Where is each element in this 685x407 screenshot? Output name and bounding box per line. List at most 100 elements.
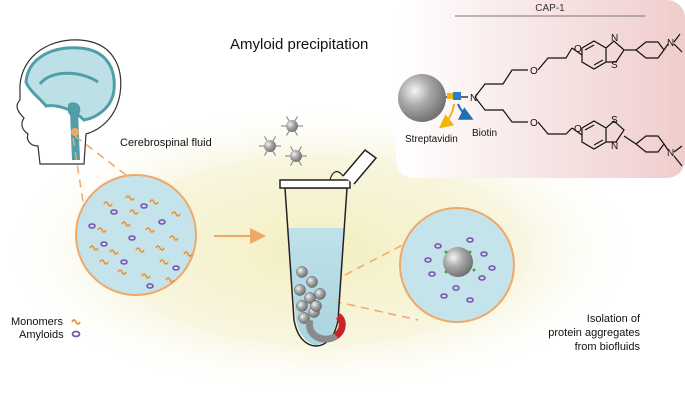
monomer — [109, 249, 119, 255]
upper-benzene-double-1 — [584, 44, 595, 51]
atom-s-lower: S — [611, 115, 618, 126]
monomer — [141, 273, 151, 279]
lower-amine-bond — [663, 143, 669, 151]
bead-spike — [294, 116, 298, 122]
monomer — [171, 211, 181, 217]
brain — [24, 46, 116, 122]
tube — [279, 148, 378, 347]
amyloid — [146, 283, 154, 289]
cap1-label: CAP-1 — [535, 3, 565, 14]
upper-methyl-2 — [673, 43, 683, 53]
upper-ethoxy-chain — [474, 69, 528, 98]
captured-bead — [296, 300, 308, 312]
monomer — [103, 201, 113, 207]
bead-spike — [286, 130, 290, 136]
floating-bead — [286, 120, 298, 132]
amyloid — [110, 209, 118, 215]
csf-particles — [88, 195, 193, 289]
lower-methyl-2 — [673, 145, 683, 153]
streptavidin-bead — [398, 74, 446, 122]
corpus-callosum — [38, 71, 99, 86]
amyloid — [172, 265, 180, 271]
floating-beads — [259, 116, 307, 166]
monomer — [165, 277, 175, 283]
streptavidin-label: Streptavidin — [405, 134, 458, 145]
bead-spike — [294, 130, 298, 136]
closeup-particles — [424, 237, 496, 303]
closeup-linker — [444, 270, 448, 274]
atom-o-upper: O — [530, 66, 538, 77]
floating-bead — [290, 150, 302, 162]
bead-spike — [290, 160, 294, 166]
amyloid — [88, 223, 96, 229]
monomer — [169, 235, 179, 241]
magnet-body — [305, 319, 338, 343]
captured-bead — [306, 276, 318, 288]
upper-ether-link — [571, 47, 583, 56]
biotin-square — [453, 92, 461, 100]
monomer — [135, 247, 145, 253]
bead-closeup — [399, 207, 515, 323]
bead-spike — [286, 116, 290, 122]
atom-n-ring-lower: N — [611, 141, 618, 152]
amyloid — [120, 259, 128, 265]
bead-spike — [290, 146, 294, 152]
monomer — [121, 221, 131, 227]
amyloid-icon — [71, 330, 81, 338]
atom-o-lower-2: O — [574, 124, 582, 135]
atom-n-ring-upper: N — [611, 33, 618, 44]
captured-bead — [314, 288, 326, 300]
closeup-amyloid — [452, 285, 460, 291]
monomer — [125, 195, 135, 201]
lower-benzene-double-2 — [593, 139, 604, 146]
tube-body — [284, 187, 348, 347]
magnet-pole — [333, 313, 346, 339]
captured-bead — [310, 300, 322, 312]
closeup-amyloid — [488, 265, 496, 271]
amyloid — [140, 203, 148, 209]
closeup-amyloid — [466, 297, 474, 303]
monomer — [149, 199, 159, 205]
upper-ethoxy-chain-2 — [537, 47, 573, 71]
biotin-label: Biotin — [472, 128, 497, 139]
captured-bead — [296, 266, 308, 278]
amyloid — [158, 219, 166, 225]
csf-circle — [75, 174, 197, 296]
lower-ethoxy-chain-2 — [537, 121, 573, 135]
tube-rim — [279, 179, 351, 189]
closeup-linker — [468, 250, 472, 254]
closeup-amyloid — [440, 293, 448, 299]
bead-spike — [264, 150, 268, 156]
biotin-arrow — [457, 103, 474, 120]
upper-amine-bond — [663, 43, 669, 51]
magnet-icon — [305, 313, 346, 343]
tube-hinge — [329, 171, 344, 181]
lower-methyl-1 — [673, 155, 683, 167]
lower-benzene-double-1 — [584, 124, 595, 131]
monomer — [117, 269, 127, 275]
sample-site — [71, 128, 79, 136]
bead-spike — [264, 136, 268, 142]
tube-cap — [342, 148, 378, 185]
atom-labels: N O O O O N S S N N N — [470, 33, 674, 159]
legend-monomers-label: Monomers — [11, 316, 63, 328]
streptavidin-arrow — [438, 103, 455, 129]
csf-circle-disc — [75, 174, 197, 296]
closeup-linker — [472, 268, 476, 272]
bead-spike — [272, 150, 276, 156]
closeup-amyloid — [480, 251, 488, 257]
monomer — [99, 259, 109, 265]
amyloid — [128, 235, 136, 241]
csf-label: Cerebrospinal fluid — [120, 137, 212, 149]
diagram-title: Amyloid precipitation — [230, 36, 368, 53]
upper-methyl-1 — [673, 33, 681, 43]
lower-biaryl-bond — [623, 135, 637, 145]
isolation-line1: Isolation of — [587, 313, 641, 325]
lower-ether-link — [571, 127, 583, 136]
closeup-amyloid — [434, 243, 442, 249]
captured-bead — [294, 284, 306, 296]
monomer — [183, 251, 193, 257]
streptavidin-square — [447, 93, 453, 99]
monomer — [145, 227, 155, 233]
